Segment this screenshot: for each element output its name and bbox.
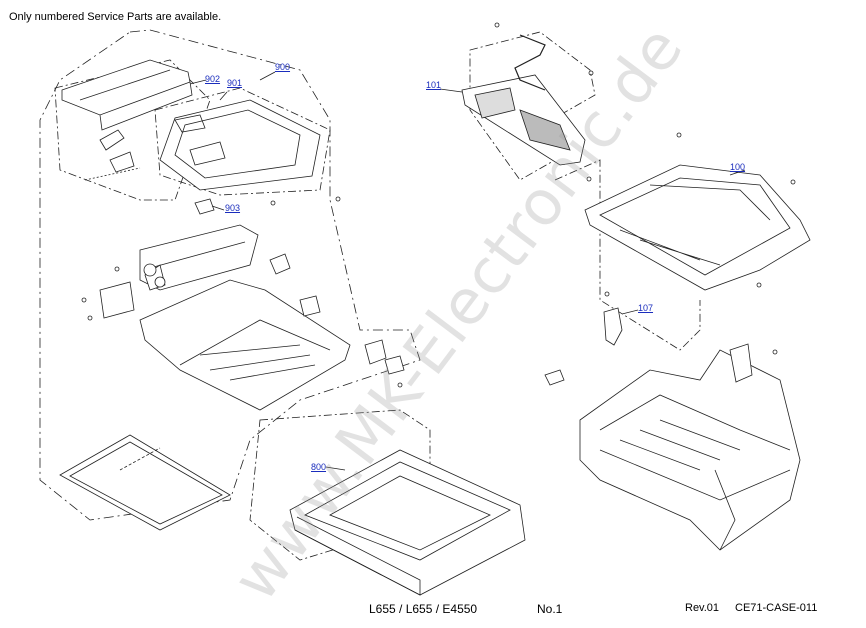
group-lower-outline — [554, 159, 701, 351]
adf-tray — [139, 279, 351, 411]
part-902-shape — [61, 59, 191, 116]
part-100-shape — [584, 164, 811, 291]
part-901-shape — [159, 99, 321, 191]
footer-models: L655 / L655 / E4550 — [369, 602, 478, 616]
adf-feed-assembly — [139, 224, 259, 291]
header-note: Only numbered Service Parts are availabl… — [9, 11, 222, 23]
group-900-outline — [39, 29, 421, 521]
lower-housing — [579, 349, 801, 551]
footer-revision: Rev.01 — [685, 602, 720, 614]
group-101-outline — [469, 31, 596, 181]
part-label-100[interactable]: 100 — [730, 162, 746, 172]
document-mat — [59, 434, 231, 531]
group-800-outline — [249, 409, 431, 561]
part-label-900[interactable]: 900 — [275, 62, 291, 72]
part-label-903[interactable]: 903 — [225, 203, 241, 213]
group-901-outline — [154, 87, 331, 196]
part-label-902[interactable]: 902 — [205, 74, 221, 84]
part-label-901[interactable]: 901 — [227, 78, 243, 88]
part-label-107[interactable]: 107 — [638, 303, 654, 313]
footer-sheet: No.1 — [537, 602, 563, 616]
footer-code: CE71-CASE-011 — [735, 602, 818, 614]
group-902-outline — [54, 59, 211, 201]
part-label-101[interactable]: 101 — [426, 80, 442, 90]
part-label-800[interactable]: 800 — [311, 462, 327, 472]
part-107-shape — [603, 307, 623, 346]
